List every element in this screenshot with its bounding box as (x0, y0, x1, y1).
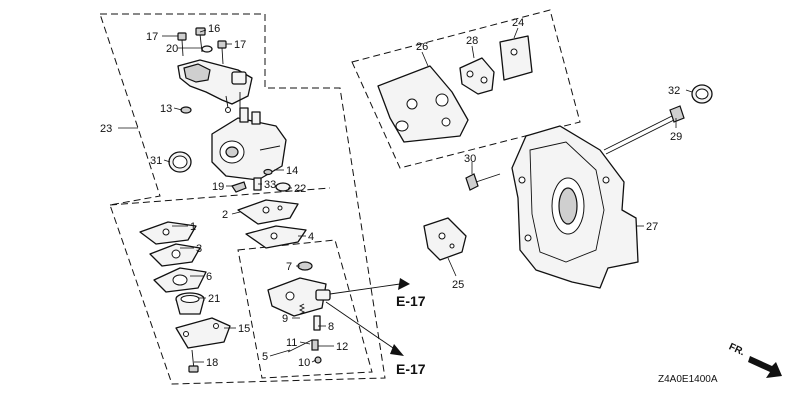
callout-31: 31 (150, 155, 162, 167)
reference-e17-top: E-17 (396, 293, 426, 309)
metering-body (267, 277, 331, 317)
callout-24: 24 (512, 17, 524, 29)
needle-8 (313, 315, 321, 331)
callout-28: 28 (466, 35, 478, 47)
plate-6 (153, 267, 207, 293)
bolt-29 (603, 105, 685, 155)
gasket-31 (168, 151, 192, 173)
callout-23: 23 (100, 123, 112, 135)
callout-25: 25 (452, 279, 464, 291)
arrow-e17-top (329, 278, 410, 295)
callout-19: 19 (212, 181, 224, 193)
bracket-27 (511, 125, 639, 289)
cap-7 (297, 261, 313, 271)
group-outline-body-subassembly (237, 239, 373, 379)
carburetor-body (211, 107, 287, 181)
callout-7: 7 (286, 261, 292, 273)
drawing-code: Z4A0E1400A (658, 374, 718, 385)
diaphragm-1 (139, 221, 197, 245)
front-direction-label: FR. (727, 341, 746, 358)
callout-18: 18 (206, 357, 218, 369)
callout-6: 6 (206, 271, 212, 283)
leader-lines (118, 27, 693, 363)
callout-20: 20 (166, 43, 178, 55)
diaphragm-plate-2 (237, 199, 299, 225)
reference-e17-bottom: E-17 (396, 361, 426, 377)
gasket-28 (459, 57, 495, 95)
callout-2: 2 (222, 209, 228, 221)
callout-29: 29 (670, 131, 682, 143)
screw-17-right (217, 40, 227, 65)
diaphragm-3 (149, 243, 201, 267)
screw-18 (188, 349, 199, 373)
group-outline-gaskets (351, 9, 581, 169)
callout-32: 32 (668, 85, 680, 97)
washer-32 (691, 84, 713, 104)
pin-13 (180, 106, 192, 114)
group-outline-carburetor (99, 13, 386, 385)
plate-25 (423, 217, 467, 261)
gasket-26 (377, 65, 469, 143)
bolt-30 (465, 173, 501, 191)
arrow-e17-bottom (325, 301, 404, 356)
carburetor-lever-assembly (177, 59, 253, 113)
callout-22: 22 (294, 183, 306, 195)
callout-17: 17 (234, 39, 246, 51)
callout-labels: 17 16 20 17 13 23 31 14 19 33 22 2 4 1 3… (100, 17, 682, 369)
callout-14: 14 (286, 165, 298, 177)
callout-5: 5 (262, 351, 268, 363)
callout-30: 30 (464, 153, 476, 165)
pin-12-10 (311, 339, 322, 364)
lever-11 (287, 339, 313, 353)
gasket-24 (499, 35, 533, 81)
cover-15 (175, 317, 231, 349)
diaphragm-plate-4 (245, 225, 307, 249)
callout-8: 8 (328, 321, 334, 333)
callout-16: 16 (208, 23, 220, 35)
callout-21: 21 (208, 293, 220, 305)
callout-17: 17 (146, 31, 158, 43)
screw-17-left (177, 32, 187, 57)
callout-1: 1 (190, 221, 196, 233)
washer-20 (201, 45, 213, 53)
callout-3: 3 (196, 243, 202, 255)
callout-12: 12 (336, 341, 348, 353)
cup-21 (175, 292, 205, 315)
callout-15: 15 (238, 323, 250, 335)
callout-11: 11 (286, 337, 297, 349)
group-outline-diaphragm-set (109, 187, 331, 206)
spring-9 (298, 303, 306, 315)
front-direction-arrow: FR. (727, 341, 782, 378)
callout-10: 10 (298, 357, 310, 369)
callout-13: 13 (160, 103, 172, 115)
callout-9: 9 (282, 313, 288, 325)
callout-33: 33 (264, 179, 276, 191)
callout-27: 27 (646, 221, 658, 233)
callout-26: 26 (416, 41, 428, 53)
callout-4: 4 (308, 231, 314, 243)
